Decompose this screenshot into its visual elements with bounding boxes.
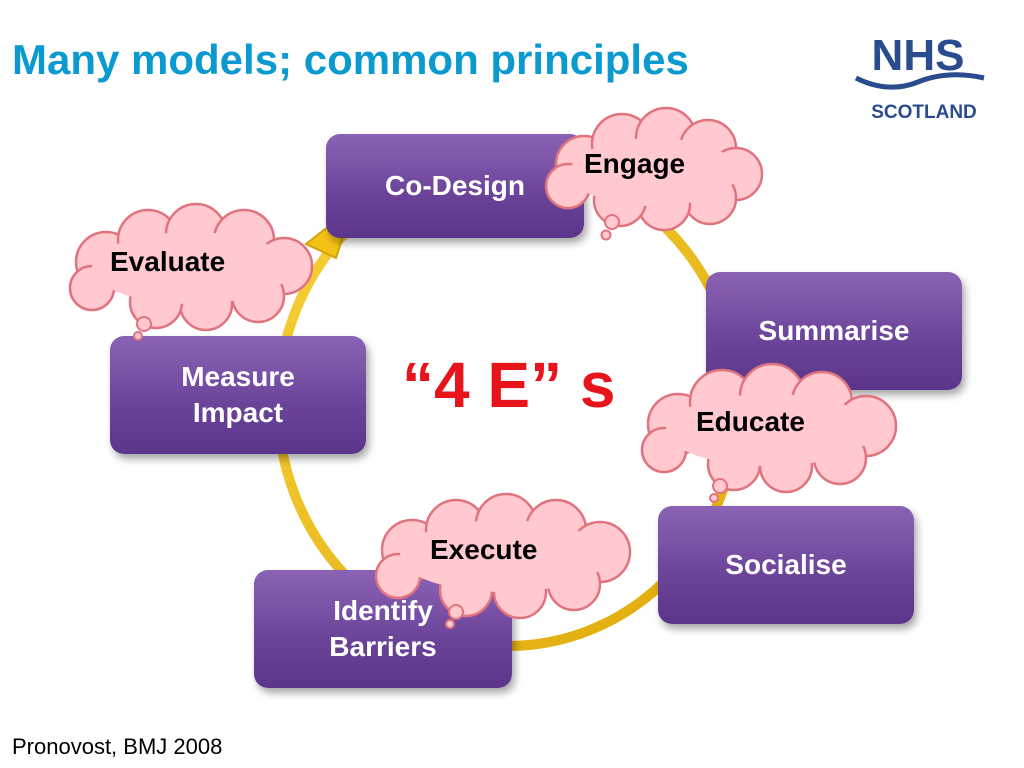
citation-footer: Pronovost, BMJ 2008 [12,734,223,759]
center-label: “4 E” s [402,349,616,421]
educate-cloud [640,362,898,503]
slide-title: Many models; common principles [12,36,689,83]
execute-cloud [374,492,632,629]
barriers-label: Barriers [329,631,437,662]
engage-cloud [544,106,764,241]
execute-label: Execute [430,534,538,565]
engage-label: Engage [584,148,686,179]
socialise-box: Socialise [658,506,914,624]
summarise-box: Summarise [706,272,962,390]
evaluate-cloud [68,202,314,341]
educate-label: Educate [696,406,805,437]
nhs-scotland-logo: NHS SCOTLAND [854,31,985,123]
measure-label: Measure [181,360,295,392]
nhs-logo-text: NHS [872,31,965,80]
co-design-label: Co-Design [385,169,525,201]
co-design-box: Co-Design [326,134,584,238]
measure-impact-box: Measure Impact [110,336,366,454]
scotland-logo-text: SCOTLAND [871,102,977,123]
identify-label: Identify [333,594,433,626]
evaluate-label: Evaluate [110,246,226,277]
summarise-label: Summarise [758,314,910,346]
logo-swoosh [854,72,985,90]
impact-label: Impact [192,397,284,428]
socialise-label: Socialise [725,548,847,580]
